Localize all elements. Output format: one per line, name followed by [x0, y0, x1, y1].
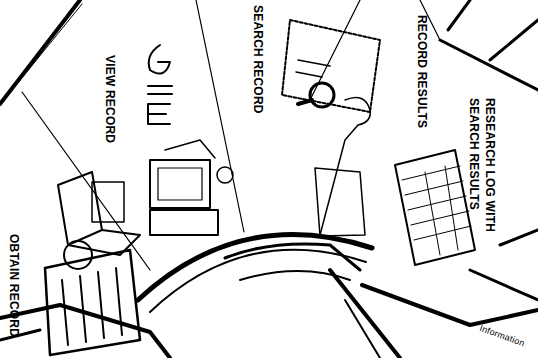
hub-arc: [138, 235, 372, 300]
laptop-screen: [92, 182, 124, 222]
step-label: VIEW RECORD: [102, 55, 118, 167]
arrow-outline: [362, 285, 538, 325]
magnifier-icon: [310, 83, 334, 107]
log-book-icon: [402, 166, 471, 255]
symbol-mark: [149, 45, 170, 74]
library-icon: [62, 268, 122, 345]
arrow-outline: [330, 270, 400, 358]
computer-mouse: [217, 167, 233, 183]
magnifier-icon: [298, 100, 312, 104]
step-label: SEARCH RECORD: [250, 5, 266, 135]
arrow-outline: [345, 300, 380, 358]
library-icon: [45, 250, 140, 355]
computer-icon: [150, 210, 218, 235]
laptop-icon: [58, 172, 102, 245]
arrow-outline: [500, 230, 538, 245]
step-label: RESEARCH LOG WITH SEARCH RESULTS: [466, 98, 498, 258]
outer-rim: [4, 4, 82, 100]
log-book-icon: [395, 150, 475, 265]
certificate-icon: [296, 60, 330, 77]
arrow-outline: [448, 0, 470, 30]
outer-rim: [0, 0, 80, 104]
sector-divider: [22, 92, 150, 270]
arrow-outline: [490, 20, 538, 60]
computer-icon: [165, 140, 215, 158]
certificate-icon: [282, 20, 380, 112]
symbol-mark: [148, 86, 172, 94]
globe-icon: [64, 241, 92, 269]
computer-screen: [158, 168, 202, 200]
hub-arc: [150, 250, 366, 312]
sector-divider: [196, 0, 244, 232]
hub-arc: [225, 244, 360, 270]
paper-icon: [315, 168, 365, 236]
step-label: OBTAIN RECORD: [6, 234, 22, 352]
computer-icon: [150, 160, 210, 208]
step-label: RECORD RESULTS: [414, 15, 430, 153]
step-label: Information: [478, 322, 538, 355]
arrow-outline: [440, 40, 538, 90]
symbol-mark: [148, 104, 170, 124]
arrow-outline: [470, 270, 538, 300]
